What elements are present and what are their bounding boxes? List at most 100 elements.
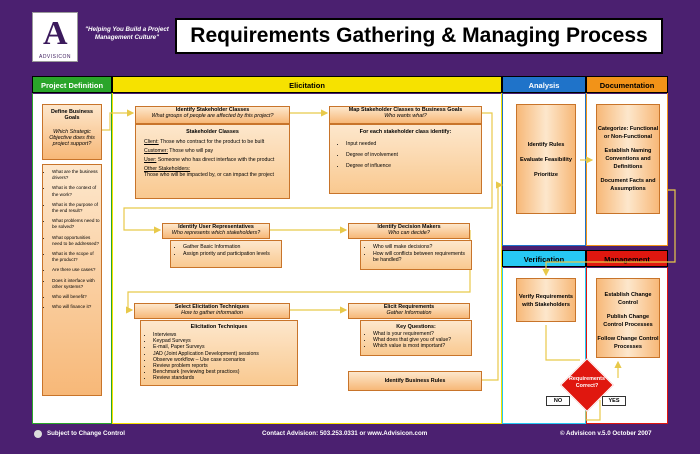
- user-reps-item: Assign priority and participation levels: [183, 251, 277, 258]
- identify-user-reps-box: Identify User Representatives Who repres…: [162, 223, 270, 239]
- footer-left: Subject to Change Control: [47, 430, 126, 437]
- decision-makers-item: How will conflicts between requirements …: [373, 251, 467, 264]
- user-reps-item: Gather Basic Information: [183, 244, 277, 251]
- techniques-list: InterviewsKeypad SurveysE-mail, Paper Su…: [145, 332, 293, 382]
- decision-makers-detail: Who will make decisions?How will conflic…: [360, 240, 472, 270]
- identify-decision-makers-sub: Who can decide?: [388, 230, 430, 236]
- project-question-item: What opportunities need to be addressed?: [52, 235, 101, 247]
- analysis-item: Evaluate Feasibility: [520, 157, 572, 163]
- technique-item: Review standards: [153, 375, 293, 381]
- project-question-item: What is the purpose of the end result?: [52, 202, 101, 214]
- project-question-item: Who will benefit?: [52, 294, 101, 300]
- header-elicitation: Elicitation: [112, 76, 502, 93]
- footer-center: Contact Advisicon: 503.253.0331 or www.A…: [262, 430, 428, 437]
- advisicon-logo: A ADVISICON: [32, 12, 78, 62]
- map-stakeholder-classes-title: Map Stakeholder Classes to Business Goal…: [348, 107, 463, 113]
- project-question-item: Are there use cases?: [52, 267, 101, 273]
- decision-yes: YES: [602, 396, 626, 406]
- key-question-item: What is your requirement?: [373, 331, 467, 337]
- other-label: Other Stakeholders:: [144, 166, 191, 172]
- user-reps-detail: Gather Basic InformationAssign priority …: [170, 240, 282, 268]
- decision-label: Requirements Correct?: [569, 376, 605, 389]
- verify-requirements-box: Verify Requirements with Stakeholders: [516, 278, 576, 322]
- technique-item: Keypad Surveys: [153, 338, 293, 344]
- project-question-item: What is the scope of the product?: [52, 251, 101, 263]
- identify-business-rules-label: Identify Business Rules: [384, 378, 446, 384]
- decision-makers-item: Who will make decisions?: [373, 244, 467, 251]
- project-question-item: Who will finance it?: [52, 304, 101, 310]
- project-definition-questions: What are the business drivers? What is th…: [42, 164, 102, 396]
- header-management: Management: [586, 250, 668, 267]
- user-text: Someone who has direct interface with th…: [156, 157, 275, 163]
- map-detail-item: Input needed: [346, 139, 473, 150]
- header-project-definition: Project Definition: [32, 76, 112, 93]
- define-business-goals-box: Define Business Goals Which Strategic Ob…: [42, 104, 102, 160]
- customer-label: Customer:: [144, 148, 168, 154]
- identify-decision-makers-title: Identify Decision Makers: [377, 224, 441, 230]
- project-question-item: What problems need to be solved?: [52, 218, 101, 230]
- documentation-box: Categorize: Functional or Non-Functional…: [596, 104, 660, 214]
- customer-text: Those who will pay: [167, 148, 214, 154]
- select-techniques-title: Select Elicitation Techniques: [174, 304, 250, 310]
- client-label: Client:: [144, 139, 159, 145]
- identify-stakeholder-classes-sub: What groups of people are affected by th…: [151, 113, 274, 119]
- map-detail-list: Input neededDegree of involvementDegree …: [338, 139, 473, 172]
- identify-user-reps-sub: Who represents which stakeholders?: [171, 230, 261, 236]
- analysis-item: Identify Rules: [527, 142, 565, 148]
- documentation-item: Establish Naming Conventions and Definit…: [604, 148, 652, 170]
- project-question-item: What are the business drivers?: [52, 169, 101, 181]
- techniques-detail: Elicitation Techniques InterviewsKeypad …: [140, 320, 298, 386]
- map-detail-heading: For each stakeholder class identify:: [359, 129, 452, 135]
- management-item: Follow Change Control Processes: [597, 336, 659, 350]
- identify-stakeholder-classes-title: Identify Stakeholder Classes: [175, 107, 250, 113]
- stakeholder-classes-detail: Stakeholder Classes Client: Those who co…: [135, 124, 290, 199]
- select-techniques-sub: How to gather information: [181, 310, 243, 316]
- identify-decision-makers-box: Identify Decision Makers Who can decide?: [348, 223, 470, 239]
- documentation-items: Categorize: Functional or Non-Functional…: [597, 125, 659, 193]
- technique-item: JAD (Joint Application Development) sess…: [153, 351, 293, 357]
- techniques-heading: Elicitation Techniques: [190, 324, 248, 330]
- decision-no: NO: [546, 396, 570, 406]
- identify-user-reps-title: Identify User Representatives: [178, 224, 254, 230]
- user-label: User:: [144, 157, 157, 163]
- key-questions-detail: Key Questions: What is your requirement?…: [360, 320, 472, 356]
- header-verification: Verification: [502, 250, 586, 267]
- analysis-item: Prioritize: [534, 172, 558, 178]
- map-detail-item: Degree of influence: [346, 161, 473, 172]
- define-business-goals-title: Define Business Goals: [51, 109, 93, 121]
- key-questions-heading: Key Questions:: [396, 324, 436, 330]
- verify-requirements-label: Verify Requirements with Stakeholders: [518, 294, 574, 308]
- page-title: Requirements Gathering & Managing Proces…: [175, 18, 663, 54]
- technique-item: Observe workflow – Use case scenarios: [153, 357, 293, 363]
- other-text: Those who will be impacted by, or can im…: [144, 172, 274, 178]
- project-question-item: What is the context of the work?: [52, 185, 101, 197]
- define-business-goals-sub: Which Strategic Objective does this proj…: [49, 129, 95, 147]
- technique-item: E-mail, Paper Surveys: [153, 344, 293, 350]
- user-reps-list: Gather Basic InformationAssign priority …: [175, 244, 277, 257]
- key-question-item: What does that give you of value?: [373, 337, 467, 343]
- key-questions-list: What is your requirement?What does that …: [365, 331, 467, 350]
- stakeholder-classes-heading: Stakeholder Classes: [186, 129, 239, 135]
- project-question-item: Does it interface with other systems?: [52, 278, 101, 290]
- footer-right: © Advisicon v.5.0 October 2007: [560, 430, 652, 437]
- client-text: Those who contract for the product to be…: [158, 139, 265, 145]
- header-documentation: Documentation: [586, 76, 668, 93]
- select-techniques-box: Select Elicitation Techniques How to gat…: [134, 303, 290, 319]
- logo-text: ADVISICON: [38, 54, 71, 60]
- map-stakeholder-classes-sub: Who wants what?: [384, 113, 427, 119]
- elicit-requirements-sub: Gather Information: [386, 310, 432, 316]
- change-control-icon: [34, 430, 42, 438]
- key-question-item: Which value is most important?: [373, 343, 467, 349]
- technique-item: Benchmark (reviewing best practices): [153, 369, 293, 375]
- management-item: Publish Change Control Processes: [603, 314, 653, 328]
- documentation-item: Document Facts and Assumptions: [600, 178, 656, 192]
- technique-item: Interviews: [153, 332, 293, 338]
- management-item: Establish Change Control: [604, 292, 652, 306]
- header-analysis: Analysis: [502, 76, 586, 93]
